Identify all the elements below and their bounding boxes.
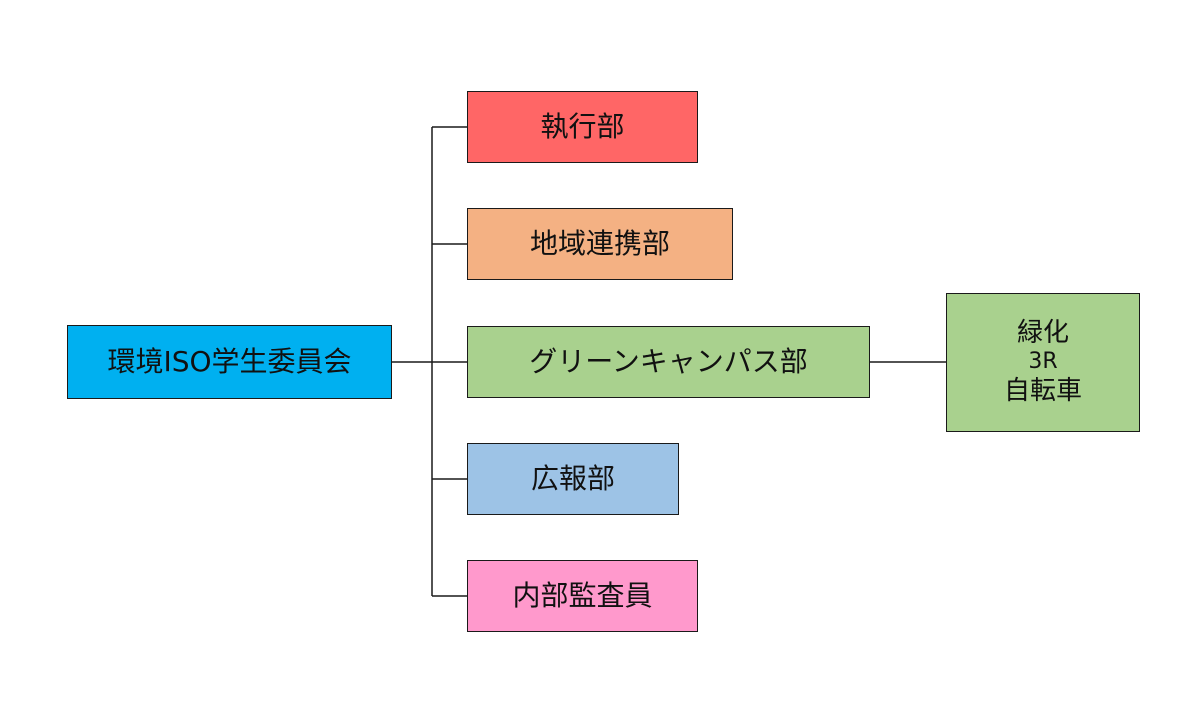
- department-green-campus: グリーンキャンパス部: [467, 326, 870, 398]
- green-campus-activities: 緑化 3R 自転車: [946, 293, 1140, 432]
- department-public-relations: 広報部: [467, 443, 679, 515]
- department-executive: 執行部: [467, 91, 698, 163]
- department-regional-liaison: 地域連携部: [467, 208, 733, 280]
- activity-3r: 3R: [1028, 349, 1058, 375]
- department-label: 地域連携部: [529, 227, 670, 261]
- department-internal-auditors: 内部監査員: [467, 560, 698, 632]
- department-label: グリーンキャンパス部: [529, 345, 808, 379]
- activity-bicycle: 自転車: [1003, 375, 1082, 406]
- activity-greening: 緑化: [1016, 318, 1069, 349]
- department-label: 執行部: [540, 110, 625, 144]
- department-label: 内部監査員: [512, 579, 653, 613]
- root-label: 環境ISO学生委員会: [107, 345, 352, 379]
- department-label: 広報部: [530, 462, 615, 496]
- root-node: 環境ISO学生委員会: [67, 325, 392, 399]
